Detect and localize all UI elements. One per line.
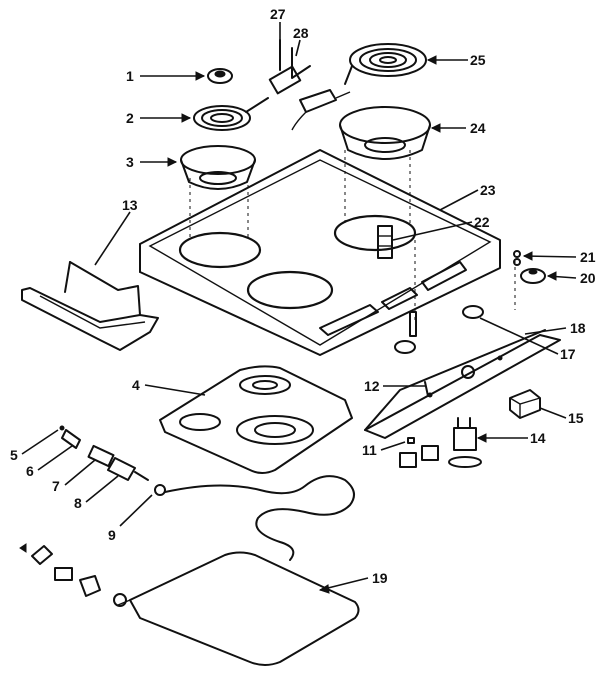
part-13-trim xyxy=(21,261,159,351)
cooktop-top xyxy=(139,149,501,356)
part-22-receptacle xyxy=(377,225,393,259)
lower-terminals xyxy=(19,543,127,607)
part-17-knobs xyxy=(394,305,484,354)
callout-27: 27 xyxy=(270,6,286,22)
part-21-clip xyxy=(513,250,521,266)
part-18-control-bracket xyxy=(364,329,561,439)
part-12-screw xyxy=(424,381,429,397)
callout-24: 24 xyxy=(470,120,486,136)
callout-15: 15 xyxy=(568,410,584,426)
part-25-large-element xyxy=(344,43,427,85)
part-24-large-drip-pan xyxy=(339,106,431,160)
callout-23: 23 xyxy=(480,182,496,198)
part-4-element-cover xyxy=(159,365,353,474)
part-20-knob xyxy=(520,268,546,284)
callout-20: 20 xyxy=(580,270,596,286)
part-14-infinite-switch xyxy=(448,417,482,468)
callout-labels: 1 2 3 13 4 5 6 7 8 9 19 11 12 14 15 17 1… xyxy=(10,6,596,586)
callout-8: 8 xyxy=(74,495,82,511)
callout-22: 22 xyxy=(474,214,490,230)
part-11-switch xyxy=(399,437,439,468)
callout-25: 25 xyxy=(470,52,486,68)
part-9-wire-loop xyxy=(164,475,355,561)
callout-6: 6 xyxy=(26,463,34,479)
alignment-lines xyxy=(189,150,516,320)
callout-9: 9 xyxy=(108,527,116,543)
part-5-9-terminals xyxy=(59,425,166,496)
callout-3: 3 xyxy=(126,154,134,170)
callout-28: 28 xyxy=(293,25,309,41)
part-19-element xyxy=(117,551,360,666)
part-27-28-terminal-block xyxy=(268,39,351,131)
callout-2: 2 xyxy=(126,110,134,126)
callout-14: 14 xyxy=(530,430,546,446)
callout-7: 7 xyxy=(52,478,60,494)
part-15-indicator xyxy=(509,389,541,419)
part-2-surface-element xyxy=(193,97,269,131)
callout-1: 1 xyxy=(126,68,134,84)
callout-12: 12 xyxy=(364,378,380,394)
callout-18: 18 xyxy=(570,320,586,336)
callout-17: 17 xyxy=(560,346,576,362)
leader-lines xyxy=(21,22,577,594)
part-3-drip-pan xyxy=(180,145,256,190)
callout-21: 21 xyxy=(580,249,596,265)
callout-4: 4 xyxy=(132,377,140,393)
callout-11: 11 xyxy=(362,442,377,458)
part-1-insert xyxy=(207,68,233,84)
callout-13: 13 xyxy=(122,197,138,213)
callout-19: 19 xyxy=(372,570,388,586)
callout-5: 5 xyxy=(10,447,18,463)
